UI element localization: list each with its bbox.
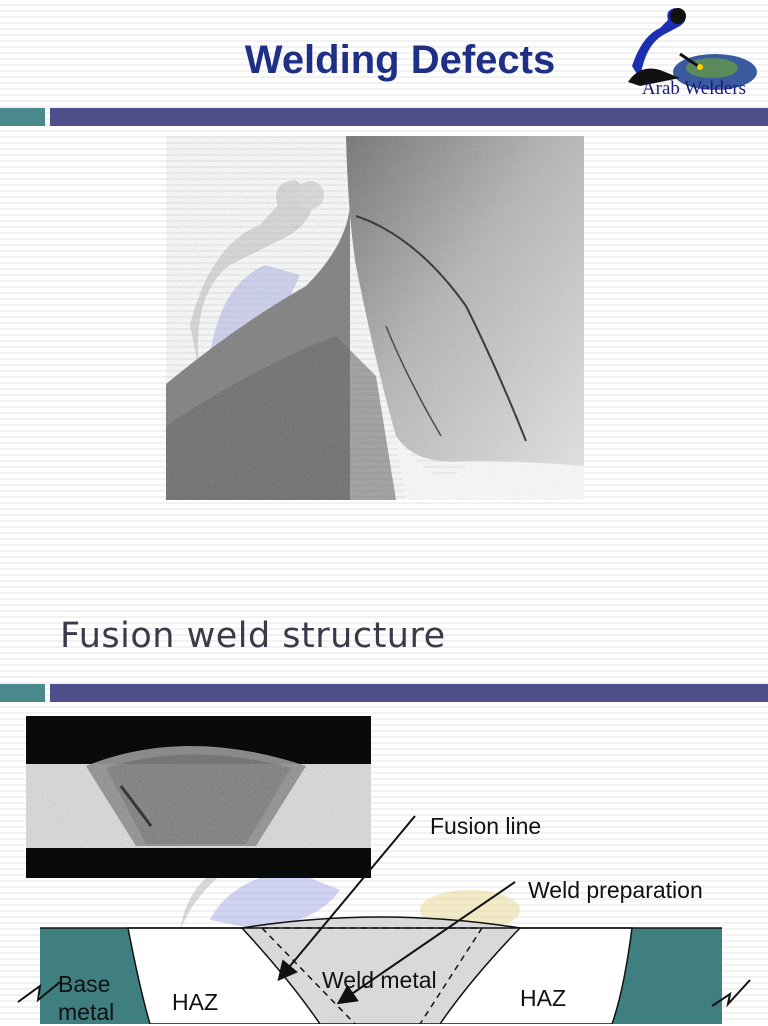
base-metal-right bbox=[612, 928, 722, 1024]
welder-icon bbox=[628, 8, 757, 90]
weld-metal-region bbox=[240, 916, 522, 1024]
slide-title: Welding Defects bbox=[244, 38, 556, 82]
break-mark-right bbox=[711, 979, 751, 1008]
break-mark-left bbox=[17, 981, 61, 1003]
weld-preparation-arrow bbox=[336, 881, 516, 1005]
label-haz-right: HAZ bbox=[520, 985, 566, 1011]
section-bar bbox=[50, 684, 768, 702]
label-base-metal: Base metal bbox=[58, 971, 115, 1025]
weld-cross-section-photo bbox=[26, 716, 371, 878]
weld-crack-micrograph bbox=[166, 136, 584, 500]
callout-fusion-line: Fusion line bbox=[430, 813, 542, 839]
label-weld-metal: Weld metal bbox=[322, 967, 437, 993]
callout-weld-preparation: Weld preparation bbox=[528, 877, 703, 903]
label-haz-left: HAZ bbox=[172, 989, 218, 1015]
base-metal-left bbox=[40, 928, 150, 1024]
section-heading: Fusion weld structure bbox=[60, 616, 446, 656]
weld-schematic-diagram bbox=[17, 916, 751, 1024]
section-bar-accent bbox=[0, 684, 45, 702]
logo-text: Arab Welders bbox=[641, 78, 747, 99]
header-bar bbox=[50, 108, 768, 126]
fusion-line-arrow bbox=[277, 815, 416, 982]
header-bar-accent bbox=[0, 108, 45, 126]
